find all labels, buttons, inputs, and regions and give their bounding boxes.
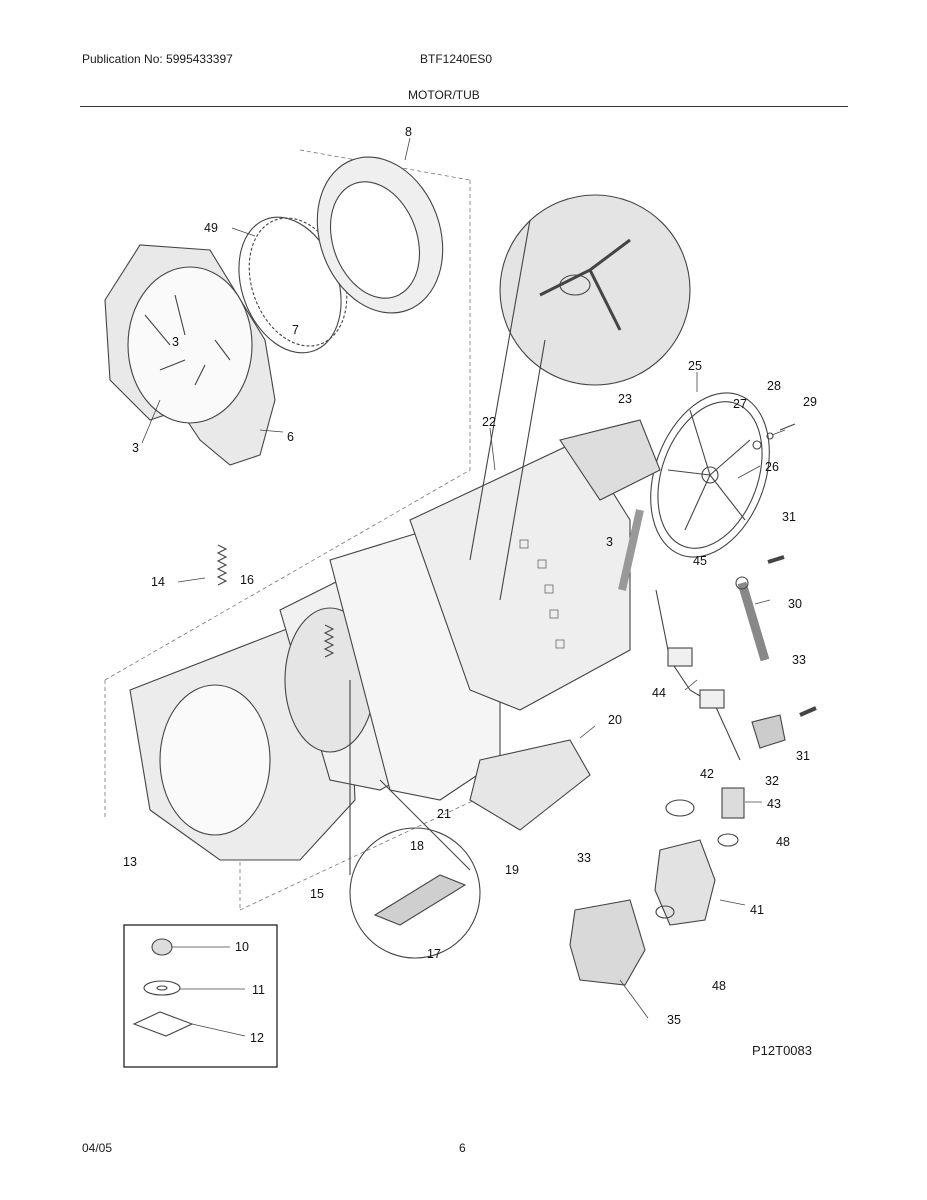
callout-44: 44 [652, 686, 666, 700]
pin-part-31-upper [767, 555, 785, 564]
belt-part-23 [559, 419, 661, 501]
header-rule [80, 106, 848, 107]
callout-41: 41 [750, 903, 764, 917]
callout-3: 3 [172, 335, 179, 349]
callout-43: 43 [767, 797, 781, 811]
drawing-id: P12T0083 [752, 1043, 812, 1058]
model-number: BTF1240ES0 [420, 52, 493, 66]
magnified-spider-detail [469, 194, 691, 601]
callout-15: 15 [310, 887, 324, 901]
spring-part-16 [323, 624, 335, 658]
callout-45: 45 [693, 554, 707, 568]
callout-13: 13 [123, 855, 137, 869]
callout-17: 17 [427, 947, 441, 961]
callout-29: 29 [803, 395, 817, 409]
seal-part-8 [316, 156, 444, 314]
callout-22: 22 [482, 415, 496, 429]
callout-35: 35 [667, 1013, 681, 1027]
callout-23: 23 [618, 392, 632, 406]
callout-25: 25 [688, 359, 702, 373]
shock-part-30 [735, 576, 770, 662]
page-number: 6 [459, 1141, 466, 1155]
rear-tub-part-22 [329, 439, 631, 801]
front-housing-part-6 [104, 244, 276, 466]
nut-part-28 [766, 432, 774, 440]
callout-28: 28 [767, 379, 781, 393]
magnified-bracket-detail [349, 680, 481, 959]
pin-part-31-lower [799, 706, 817, 717]
capacitor-part-43 [721, 787, 745, 819]
section-title: MOTOR/TUB [408, 88, 480, 102]
callout-42: 42 [700, 767, 714, 781]
callout-27: 27 [733, 397, 747, 411]
spring-part-14 [216, 544, 228, 586]
callout-7: 7 [292, 323, 299, 337]
callout-31: 31 [782, 510, 796, 524]
harness-part-44 [655, 589, 741, 761]
bolt-part-29 [779, 423, 796, 431]
callout-30: 30 [788, 597, 802, 611]
callout-33: 33 [577, 851, 591, 865]
callout-3: 3 [132, 441, 139, 455]
callout-26: 26 [765, 460, 779, 474]
clamp-part-42 [665, 799, 695, 817]
pulley-part-25 [650, 392, 770, 558]
callout-12: 12 [250, 1031, 264, 1045]
callout-3: 3 [606, 535, 613, 549]
gasket-part-48-lower [655, 905, 675, 919]
callout-31: 31 [796, 749, 810, 763]
publication-number: Publication No: 5995433397 [82, 52, 233, 66]
washer-part-27 [752, 440, 762, 450]
gasket-part-48-upper [717, 833, 739, 847]
callout-14: 14 [151, 575, 165, 589]
callout-48: 48 [712, 979, 726, 993]
footer-date: 04/05 [82, 1141, 113, 1155]
callout-19: 19 [505, 863, 519, 877]
callout-33: 33 [792, 653, 806, 667]
callout-6: 6 [287, 430, 294, 444]
callout-8: 8 [405, 125, 412, 139]
pump-body-part-41 [654, 839, 716, 926]
callout-16: 16 [240, 573, 254, 587]
callout-48: 48 [776, 835, 790, 849]
heater-part-19 [469, 739, 591, 831]
pump-motor-part-35 [569, 899, 646, 986]
callout-labels: 8 49 7 3 3 6 22 23 25 28 27 29 26 3 31 1… [123, 125, 817, 1045]
callout-49: 49 [204, 221, 218, 235]
callout-21: 21 [437, 807, 451, 821]
bracket-part-32 [751, 714, 786, 749]
callout-32: 32 [765, 774, 779, 788]
callout-11: 11 [252, 983, 265, 997]
damper-part-3 [618, 509, 644, 591]
callout-10: 10 [235, 940, 249, 954]
callout-18: 18 [410, 839, 424, 853]
callout-20: 20 [608, 713, 622, 727]
